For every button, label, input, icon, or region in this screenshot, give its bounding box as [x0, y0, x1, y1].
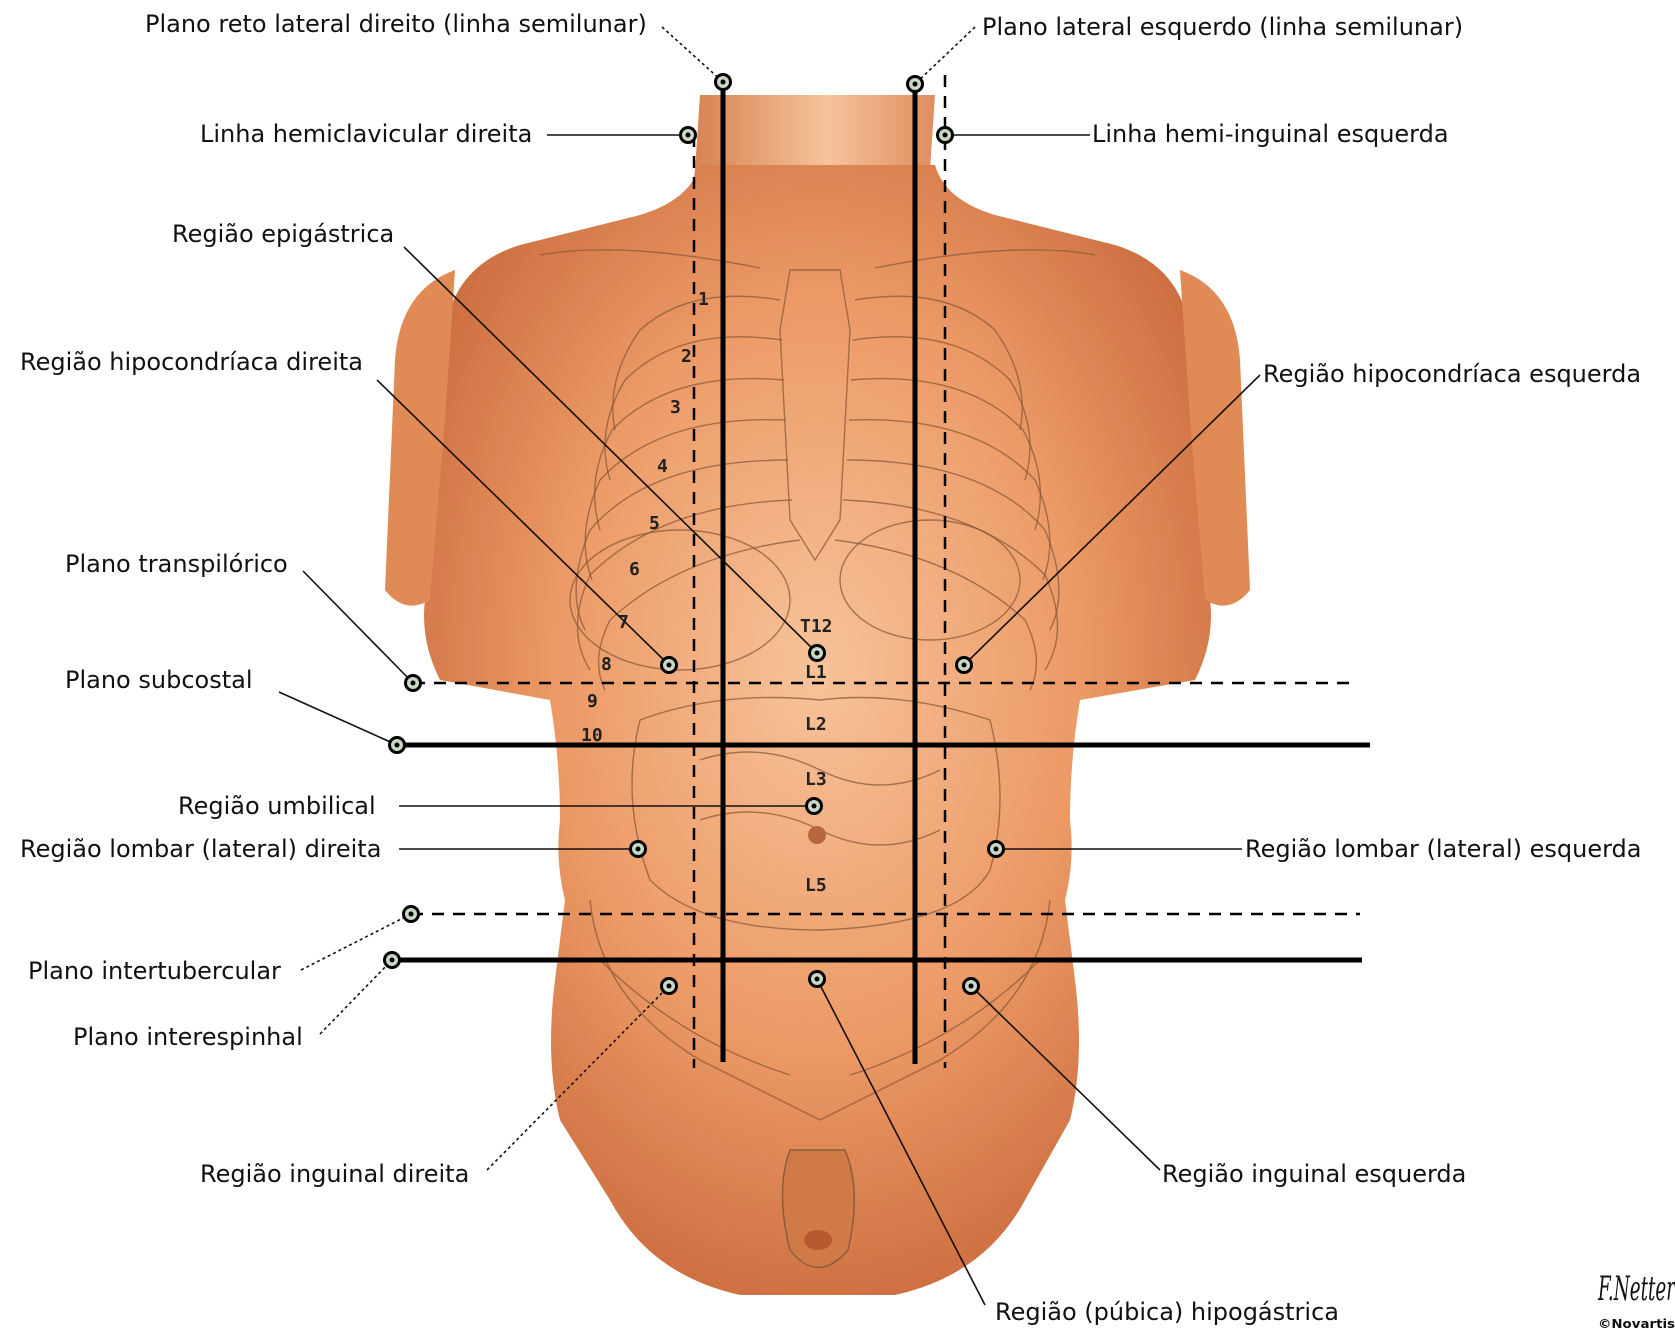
pin-marker [681, 128, 696, 143]
rib-number: 1 [698, 289, 709, 310]
label-umbilical-region: Região umbilical [178, 792, 376, 820]
signature-text: F.Netter [1597, 1269, 1675, 1309]
vertebra-label: L2 [805, 714, 827, 735]
rib-number: 7 [618, 612, 629, 633]
pin-marker [957, 658, 972, 673]
pin-marker [810, 972, 825, 987]
label-subcostal-plane: Plano subcostal [65, 666, 253, 694]
label-hypogastric-region: Região (púbica) hipogástrica [995, 1298, 1339, 1326]
rib-number: 5 [649, 513, 660, 534]
pin-marker [385, 953, 400, 968]
label-epigastric-region: Região epigástrica [172, 220, 394, 248]
rib-number: 6 [629, 559, 640, 580]
rib-number: 9 [587, 691, 598, 712]
pin-marker [662, 658, 677, 673]
pin-marker [964, 979, 979, 994]
vertebra-label: L5 [805, 875, 827, 896]
label-right-inguinal-region: Região inguinal direita [200, 1160, 469, 1188]
rib-number: 4 [657, 456, 668, 477]
rib-number: 2 [681, 346, 692, 367]
pin-marker [390, 738, 405, 753]
pin-marker [631, 842, 646, 857]
pin-marker [662, 979, 677, 994]
rib-number: 3 [670, 397, 681, 418]
pin-marker [404, 907, 419, 922]
pin-marker [810, 646, 825, 661]
label-transpyloric-plane: Plano transpilórico [65, 550, 288, 578]
rib-number: 8 [601, 654, 612, 675]
pin-marker [938, 128, 953, 143]
vertebra-label: L1 [805, 662, 827, 683]
label-left-inguinal-region: Região inguinal esquerda [1162, 1160, 1466, 1188]
navel [808, 826, 826, 844]
copyright-text: ©Novartis [1598, 1317, 1675, 1331]
pin-marker [406, 676, 421, 691]
label-right-lumbar-region: Região lombar (lateral) direita [20, 835, 381, 863]
label-left-hypochondriac-region: Região hipocondríaca esquerda [1263, 360, 1641, 388]
pin-marker [807, 799, 822, 814]
torso-illustration [385, 95, 1250, 1295]
pin-marker [908, 77, 923, 92]
rib-number: 10 [581, 725, 603, 746]
label-interspinous-plane: Plano interespinhal [73, 1023, 303, 1051]
label-intertubercular-plane: Plano intertubercular [28, 957, 281, 985]
label-right-lateral-rectus-plane: Plano reto lateral direito (linha semilu… [145, 10, 647, 38]
label-right-hypochondriac-region: Região hipocondríaca direita [20, 348, 363, 376]
label-left-midinguinal-line: Linha hemi-inguinal esquerda [1092, 120, 1449, 148]
vertebra-label: L3 [805, 769, 827, 790]
label-left-lateral-plane: Plano lateral esquerdo (linha semilunar) [982, 13, 1463, 41]
genitals-tip [804, 1230, 832, 1250]
pin-marker [716, 75, 731, 90]
vertebra-label: T12 [800, 616, 833, 637]
label-right-midclavicular-line: Linha hemiclavicular direita [200, 120, 532, 148]
label-left-lumbar-region: Região lombar (lateral) esquerda [1245, 835, 1641, 863]
pin-marker [989, 842, 1004, 857]
netter-signature: F.Netter ©Novartis [1597, 1269, 1675, 1331]
